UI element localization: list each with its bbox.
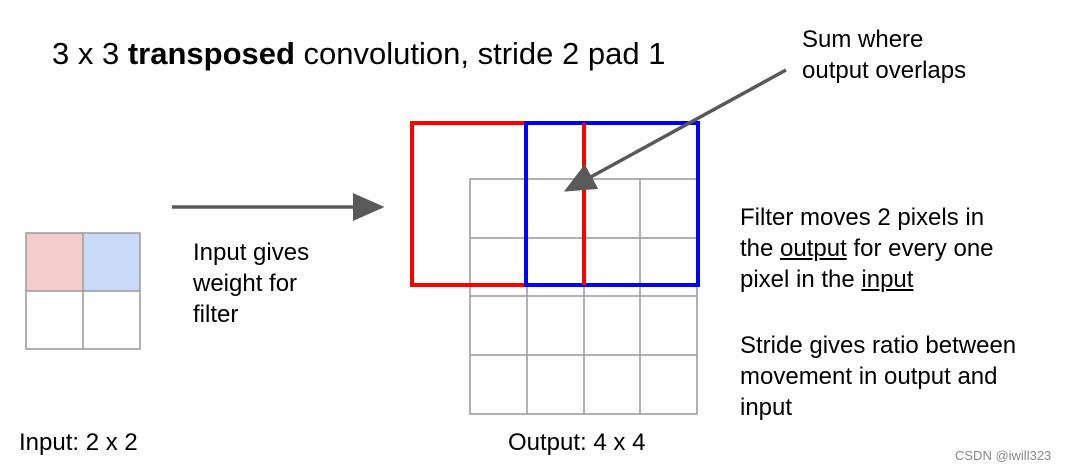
title-suffix: convolution, stride 2 pad 1 [294,36,666,71]
sum-annotation: Sum where output overlaps [802,24,966,86]
sum-annotation-line-2: output overlaps [802,57,967,84]
filter-line-2-underlined: output [780,235,847,262]
input-grid-lines [25,232,141,350]
stride-annotation-line-1: Stride gives ratio between [740,332,1017,359]
diagram-title: 3 x 3 transposed convolution, stride 2 p… [52,34,665,74]
watermark: CSDN @iwill323 [955,448,1052,463]
filter-annotation: Filter moves 2 pixels in the output for … [740,202,994,295]
stride-annotation: Stride gives ratio between movement in o… [740,330,1016,423]
input-cell-top-right [83,233,140,291]
filter-line-3-underlined: input [861,266,914,293]
stride-annotation-line-2: movement in output and [740,363,998,390]
filter-annotation-line-2: the output for every one [740,233,994,264]
stride-annotation-line-3: input [740,394,793,421]
filter-line-3-pre: pixel in the [740,266,862,293]
blue-filter-outline [524,121,700,287]
input-caption: Input: 2 x 2 [19,429,138,456]
input-annotation-line-3: filter [193,301,239,328]
overlap-pointer-arrow [563,68,787,192]
output-caption: Output: 4 x 4 [508,429,646,456]
filter-annotation-line-1: Filter moves 2 pixels in [740,204,985,231]
red-filter-outline [410,121,586,287]
filter-line-2-pre: the [740,235,781,262]
filter-line-2-post: for every one [846,235,994,262]
output-grid [469,178,698,415]
input-annotation-line-1: Input gives [193,239,310,266]
input-cell-top-left [26,233,83,291]
title-bold-word: transposed [127,36,295,71]
title-prefix: 3 x 3 [52,36,128,71]
input-annotation-line-2: weight for [193,270,298,297]
input-annotation: Input gives weight for filter [193,237,309,330]
sum-annotation-line-1: Sum where [802,26,924,53]
filter-annotation-line-3: pixel in the input [740,264,994,295]
input-grid [25,232,141,350]
